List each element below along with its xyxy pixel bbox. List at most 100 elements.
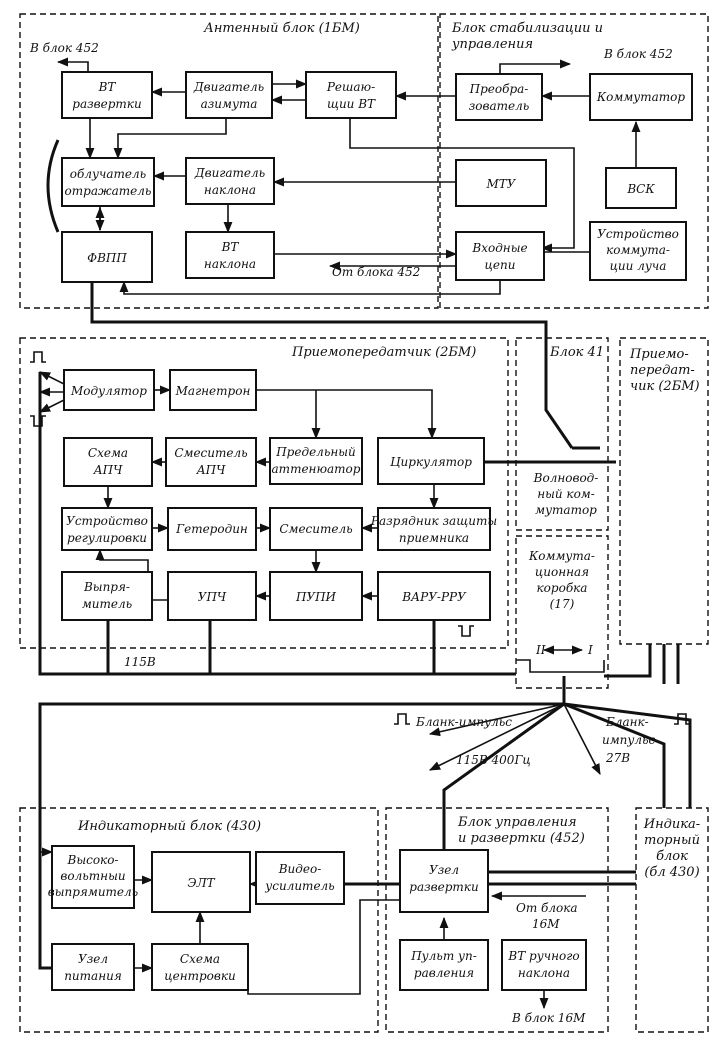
svg-text:приемника: приемника bbox=[399, 531, 469, 545]
block-fvpp: ФВПП bbox=[61, 231, 153, 283]
svg-text:Гетеродин: Гетеродин bbox=[175, 522, 248, 536]
label-ot-bloka-16m-1: От блока bbox=[516, 901, 578, 915]
blok41-group-frame bbox=[515, 337, 609, 531]
block-dvigatel-naklona: Двигатель наклона bbox=[185, 157, 275, 205]
block-elt: ЭЛТ bbox=[151, 851, 251, 913]
svg-text:ный ком-: ный ком- bbox=[537, 487, 595, 501]
label-ot-bloka-16m-2: 16М bbox=[532, 917, 560, 931]
block-ustroistvo-regulirovki: Устройство регулировки bbox=[61, 507, 153, 551]
label-blank-impuls2-1: Бланк- bbox=[605, 715, 649, 729]
indicator2-group-frame bbox=[635, 807, 709, 1033]
svg-text:(17): (17) bbox=[550, 597, 575, 611]
svg-text:ВАРУ-РРУ: ВАРУ-РРУ bbox=[401, 590, 467, 604]
svg-text:Узел: Узел bbox=[429, 863, 459, 877]
block-smesitel-apch: Смеситель АПЧ bbox=[165, 437, 257, 487]
control-group-title-1: Блок управления bbox=[457, 815, 577, 830]
bus-tx2-1 bbox=[604, 644, 652, 678]
pulse-glyph-varu bbox=[458, 625, 474, 637]
block-kommutacionnaya-korobka: Коммута- ционная коробка (17) bbox=[528, 549, 595, 611]
block-upch: УПЧ bbox=[167, 571, 257, 621]
block-volnovodnyi-kommutator: Волновод- ный ком- мутатор bbox=[533, 471, 599, 517]
line-blank-imp bbox=[428, 703, 565, 737]
block-pult-upravleniya: Пульт уп- равления bbox=[399, 939, 489, 991]
power-bus bbox=[38, 372, 516, 676]
svg-text:щии ВТ: щии ВТ bbox=[327, 97, 376, 111]
svg-text:отражатель: отражатель bbox=[65, 184, 152, 198]
svg-text:Коммутатор: Коммутатор bbox=[596, 90, 686, 104]
svg-text:зователь: зователь bbox=[469, 99, 530, 113]
svg-text:Выпря-: Выпря- bbox=[83, 580, 130, 594]
korobka-connector bbox=[516, 659, 605, 673]
pulse-glyph-blank bbox=[394, 713, 410, 725]
block-magnetron: Магнетрон bbox=[169, 369, 257, 411]
svg-text:Решаю-: Решаю- bbox=[326, 80, 375, 94]
block-mtu: МТУ bbox=[455, 159, 547, 207]
block-varu-rru: ВАРУ-РРУ bbox=[377, 571, 491, 621]
svg-text:ФВПП: ФВПП bbox=[87, 251, 127, 265]
transceiver-group-title: Приемопередатчик (2БМ) bbox=[291, 345, 476, 360]
svg-text:наклона: наклона bbox=[204, 183, 256, 197]
antenna-group-frame bbox=[19, 13, 439, 309]
block-videousilitel: Видео- усилитель bbox=[255, 851, 345, 905]
label-blank-impuls: Бланк-импульс bbox=[415, 715, 512, 729]
svg-text:Входные: Входные bbox=[471, 241, 527, 255]
control-group-frame bbox=[385, 807, 609, 1033]
svg-text:ЭЛТ: ЭЛТ bbox=[187, 876, 215, 890]
svg-text:АПЧ: АПЧ bbox=[93, 463, 124, 477]
svg-text:цепи: цепи bbox=[485, 258, 516, 272]
block-pupi: ПУПИ bbox=[269, 571, 363, 621]
cable-ind2-b bbox=[563, 702, 692, 808]
stab-group-title-2: управления bbox=[451, 37, 533, 52]
label-v-blok-16m: В блок 16М bbox=[511, 1011, 586, 1025]
block-cirkulyator: Циркулятор bbox=[377, 437, 485, 485]
label-115v: 115В bbox=[124, 655, 156, 669]
transceiver2-group-frame bbox=[619, 337, 709, 645]
svg-text:МТУ: МТУ bbox=[486, 177, 517, 191]
svg-text:Модулятор: Модулятор bbox=[70, 384, 147, 398]
block-predelnyi-attenyuator: Предельный аттенюатор bbox=[269, 437, 363, 485]
svg-text:Схема: Схема bbox=[88, 446, 128, 460]
svg-text:АПЧ: АПЧ bbox=[196, 463, 227, 477]
pulse-glyph-down bbox=[30, 415, 46, 427]
block-uzel-razvertki: Узел развертки bbox=[399, 849, 489, 913]
blok41-title: Блок 41 bbox=[549, 345, 604, 360]
transceiver-group-frame bbox=[19, 337, 509, 649]
line-115-400 bbox=[428, 703, 565, 771]
control-group-title-2: и развертки (452) bbox=[458, 831, 585, 846]
svg-text:ВТ: ВТ bbox=[98, 80, 117, 94]
indicator2-title-4: (бл 430) bbox=[644, 865, 699, 880]
svg-text:Смеситель: Смеситель bbox=[279, 522, 352, 536]
svg-text:ПУПИ: ПУПИ bbox=[295, 590, 337, 604]
block-skhema-apch: Схема АПЧ bbox=[63, 437, 153, 487]
line-to-452-right bbox=[499, 59, 572, 74]
svg-text:Высоко-: Высоко- bbox=[67, 853, 119, 867]
svg-text:аттенюатор: аттенюатор bbox=[272, 462, 361, 476]
svg-text:Преобра-: Преобра- bbox=[469, 82, 529, 96]
svg-text:Двигатель: Двигатель bbox=[193, 80, 264, 94]
line-27v bbox=[563, 703, 601, 775]
svg-text:наклона: наклона bbox=[204, 257, 256, 271]
svg-text:ции луча: ции луча bbox=[610, 259, 667, 273]
label-blank-impuls2-2: импульс bbox=[602, 733, 656, 747]
stab-group-title-1: Блок стабилизации и bbox=[451, 21, 603, 36]
antenna-group-title: Антенный блок (1БМ) bbox=[203, 21, 360, 36]
svg-text:Смеситель: Смеситель bbox=[174, 446, 247, 460]
block-vhodnye-cepi: Входные цепи bbox=[455, 231, 545, 281]
transceiver2-title-3: чик (2БМ) bbox=[630, 379, 700, 394]
svg-text:Волновод-: Волновод- bbox=[533, 471, 599, 485]
svg-text:Видео-: Видео- bbox=[278, 862, 322, 876]
block-razryadnik: Разрядник защиты приемника bbox=[370, 507, 497, 551]
line-upch-reg bbox=[95, 548, 168, 601]
block-geterodin: Гетеродин bbox=[167, 507, 257, 551]
line-vhod-fvpp bbox=[119, 280, 501, 295]
block-reshayushchii-vt: Решаю- щии ВТ bbox=[305, 71, 397, 119]
svg-text:ционная: ционная bbox=[535, 565, 589, 579]
korobka-frame bbox=[515, 535, 609, 689]
svg-text:наклона: наклона bbox=[518, 966, 570, 980]
svg-text:Циркулятор: Циркулятор bbox=[390, 455, 472, 469]
block-vsk: ВСК bbox=[605, 167, 677, 209]
svg-text:Устройство: Устройство bbox=[597, 227, 679, 241]
svg-text:коробка: коробка bbox=[537, 581, 588, 595]
svg-text:выпрямитель: выпрямитель bbox=[48, 885, 138, 899]
svg-text:коммута-: коммута- bbox=[606, 243, 670, 257]
